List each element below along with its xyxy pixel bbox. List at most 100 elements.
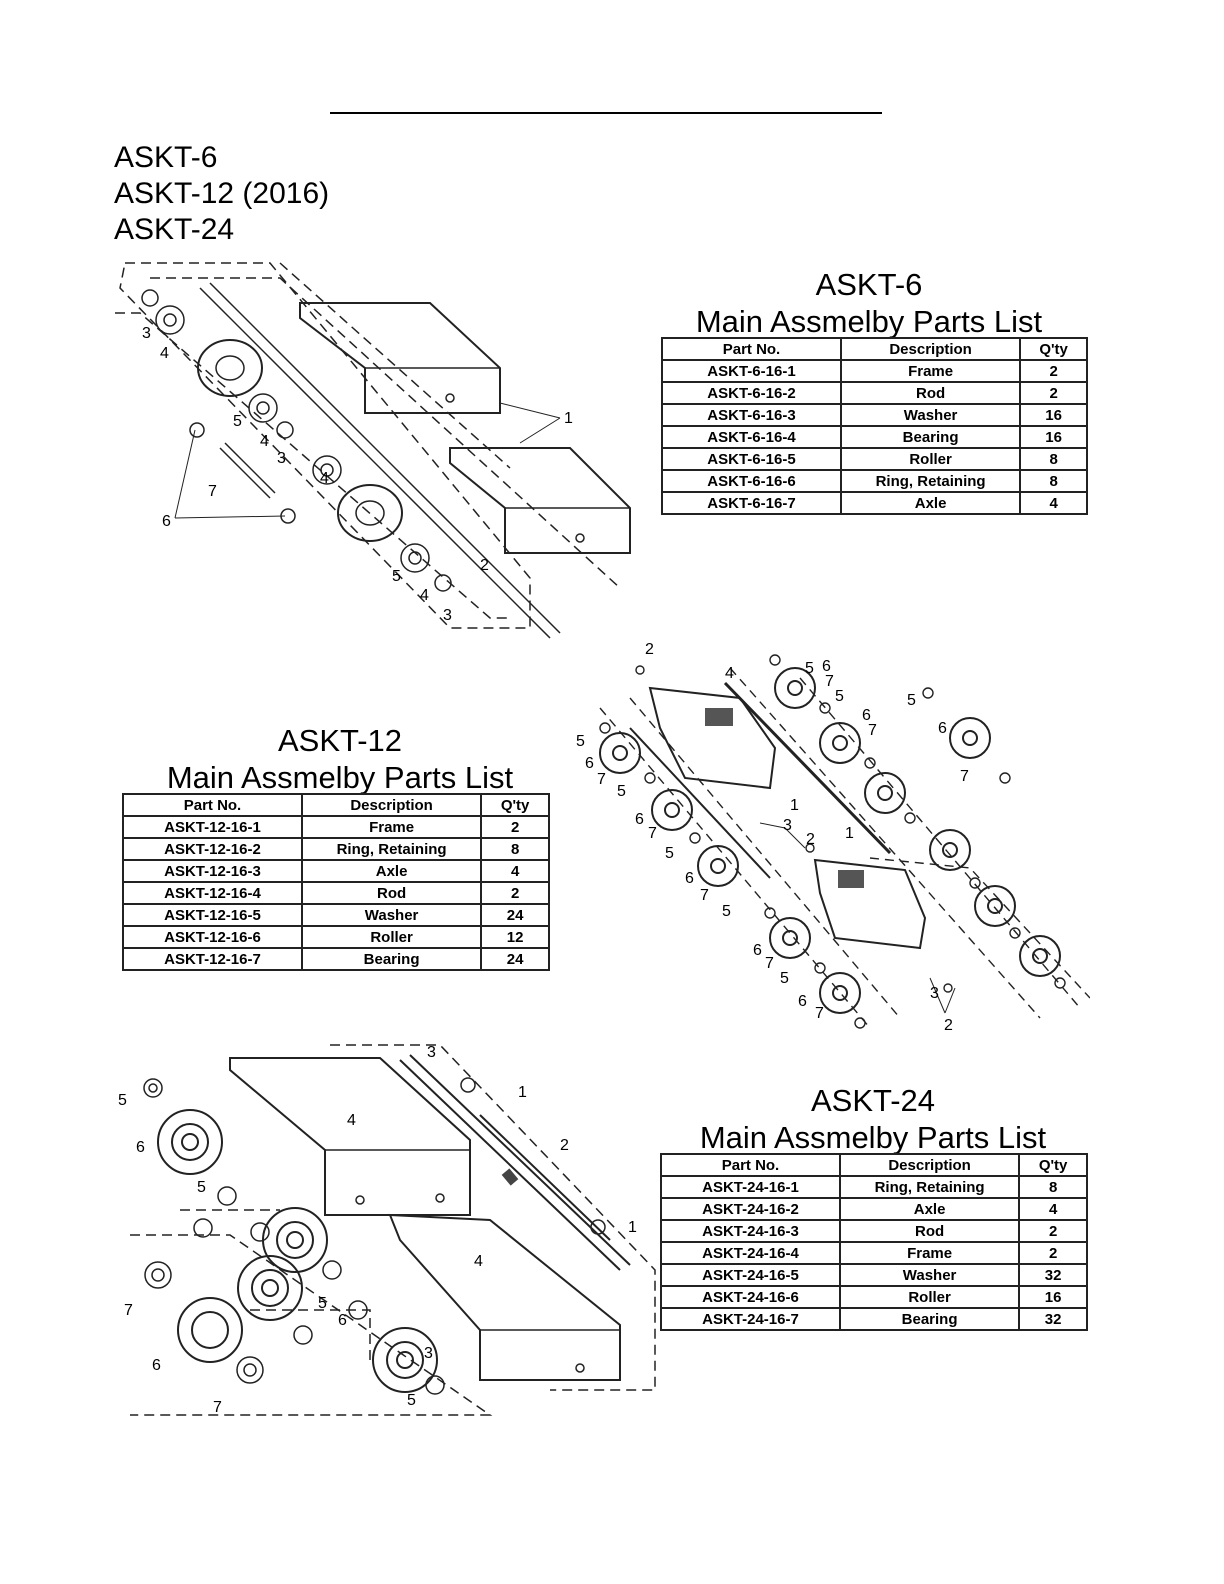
- diagram-callout: 5: [197, 1179, 206, 1196]
- description: Ring, Retaining: [838, 1175, 1021, 1199]
- description: Ring, Retaining: [839, 469, 1022, 493]
- qty: 8: [1019, 469, 1088, 493]
- qty: 12: [480, 925, 550, 949]
- diagram-callout: 7: [124, 1302, 133, 1319]
- diagram-callout: 7: [597, 771, 606, 788]
- part-no: ASKT-6-16-5: [661, 447, 842, 471]
- qty: 2: [480, 881, 550, 905]
- col-header: Q'ty: [1018, 1153, 1088, 1177]
- qty: 2: [1018, 1241, 1088, 1265]
- description: Axle: [300, 859, 483, 883]
- diagram-callout: 7: [213, 1399, 222, 1416]
- qty: 24: [480, 947, 550, 971]
- diagram-callout: 4: [420, 587, 429, 604]
- description: Roller: [838, 1285, 1021, 1309]
- diagram-callout: 3: [142, 325, 151, 342]
- col-header: Description: [300, 793, 483, 817]
- diagram-callout: 6: [152, 1357, 161, 1374]
- qty: 32: [1018, 1307, 1088, 1331]
- diagram-callout: 5: [907, 692, 916, 709]
- qty: 4: [1018, 1197, 1088, 1221]
- qty: 32: [1018, 1263, 1088, 1287]
- diagram-callout: 5: [407, 1392, 416, 1409]
- part-no: ASKT-24-16-1: [660, 1175, 841, 1199]
- diagram-callout: 2: [645, 641, 654, 658]
- diagram-callout: 6: [338, 1312, 347, 1329]
- askt24-exploded-diagram: 3 3 1 5 6 4 2 5 1 4 7 6 7 5 6 5: [118, 1044, 656, 1416]
- part-no: ASKT-24-16-3: [660, 1219, 841, 1243]
- part-no: ASKT-12-16-4: [122, 881, 303, 905]
- qty: 2: [1019, 359, 1088, 383]
- col-header: Description: [839, 337, 1022, 361]
- part-no: ASKT-12-16-5: [122, 903, 303, 927]
- diagram-callout: 6: [162, 513, 171, 530]
- qty: 24: [480, 903, 550, 927]
- diagram-callout: 3: [930, 985, 939, 1002]
- model-name: ASKT-12 (2016): [114, 177, 330, 210]
- part-no: ASKT-6-16-2: [661, 381, 842, 405]
- part-no: ASKT-6-16-3: [661, 403, 842, 427]
- col-header: Q'ty: [1019, 337, 1088, 361]
- part-no: ASKT-6-16-4: [661, 425, 842, 449]
- qty: 16: [1019, 403, 1088, 427]
- askt6-title: ASKT-6 Main Assmelby Parts List: [694, 266, 1044, 340]
- description: Axle: [838, 1197, 1021, 1221]
- askt12-list-title: Main Assmelby Parts List: [166, 760, 514, 795]
- part-no: ASKT-12-16-7: [122, 947, 303, 971]
- diagram-callout: 6: [862, 707, 871, 724]
- diagram-callout: 1: [790, 797, 799, 814]
- diagram-callout: 6: [136, 1139, 145, 1156]
- diagram-callout: 7: [960, 768, 969, 785]
- description: Bearing: [839, 425, 1022, 449]
- diagram-callout: 7: [700, 887, 709, 904]
- part-no: ASKT-24-16-7: [660, 1307, 841, 1331]
- description: Bearing: [300, 947, 483, 971]
- diagram-callout: 7: [825, 673, 834, 690]
- diagram-callout: 7: [868, 722, 877, 739]
- diagram-callout: 5: [576, 733, 585, 750]
- part-no: ASKT-24-16-5: [660, 1263, 841, 1287]
- diagram-callout: 2: [560, 1137, 569, 1154]
- diagram-callout: 6: [822, 658, 831, 675]
- diagram-callout: 5: [665, 845, 674, 862]
- part-no: ASKT-24-16-2: [660, 1197, 841, 1221]
- diagram-callout: 5: [233, 413, 242, 430]
- col-header: Q'ty: [480, 793, 550, 817]
- diagram-callout: 5: [617, 783, 626, 800]
- diagram-callout: 7: [648, 825, 657, 842]
- table-header-row: Part No. Description Q'ty: [122, 793, 550, 817]
- diagram-callout: 1: [518, 1084, 527, 1101]
- model-list: ASKT-6 ASKT-12 (2016) ASKT-24: [114, 140, 329, 248]
- diagram-callout: 1: [845, 825, 854, 842]
- diagram-callout: 7: [765, 955, 774, 972]
- header-rule: [330, 112, 882, 114]
- diagram-callout: 5: [392, 568, 401, 585]
- col-header: Part No.: [661, 337, 842, 361]
- part-no: ASKT-12-16-2: [122, 837, 303, 861]
- col-header: Part No.: [660, 1153, 841, 1177]
- part-no: ASKT-12-16-1: [122, 815, 303, 839]
- qty: 8: [1018, 1175, 1088, 1199]
- diagram-callout: 4: [260, 433, 269, 450]
- diagram-callout: 4: [160, 345, 169, 362]
- askt24-list-title: Main Assmelby Parts List: [699, 1120, 1047, 1155]
- part-no: ASKT-12-16-6: [122, 925, 303, 949]
- col-header: Description: [838, 1153, 1021, 1177]
- description: Frame: [839, 359, 1022, 383]
- part-no: ASKT-6-16-1: [661, 359, 842, 383]
- col-header: Part No.: [122, 793, 303, 817]
- askt12-exploded-diagram: 2 4 5 6 7 5 6 7 1 3 2 1 5 6 7 5 6 7 5 6 …: [576, 641, 1090, 1034]
